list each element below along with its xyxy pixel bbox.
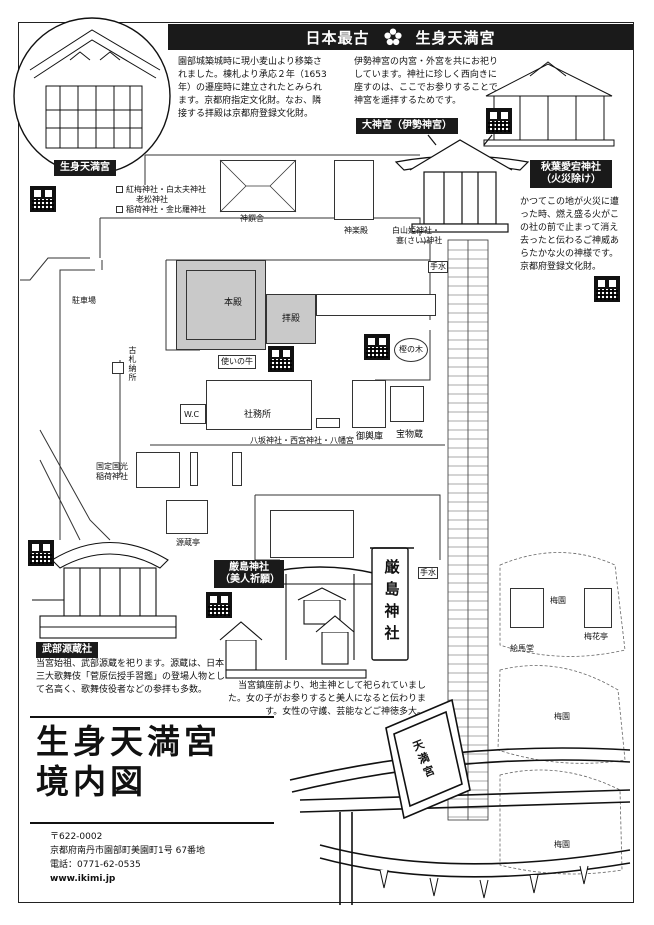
wc-building [180,404,206,424]
temizu-label-lower: 手水 [418,567,438,579]
ikimi-tag: 生身天満宮 [54,160,116,176]
qr-code[interactable] [30,186,56,212]
inari-shrine-label: 稲荷神社・金比羅神社 [126,205,206,214]
takefu-illustration [32,541,177,639]
inari2-building [136,452,180,488]
kofuda-box [112,362,124,374]
banner-text-right: 生身天満宮 [415,28,496,47]
title-rule-top [30,716,274,718]
emado-label: 絵馬堂 [510,644,534,653]
baikatei-label: 梅花亭 [584,632,608,641]
oimatsu-shrine-label: 老松神社 [136,195,168,204]
zip-code: 〒622-0002 [50,832,103,842]
header-banner: 日本最古 生身天満宮 [168,24,633,50]
yasaka-label: 八坂神社・西宮神社・八幡宮 [250,436,354,445]
akiba-tag-line1: 秋葉愛宕神社 [541,162,601,173]
yasaka-shrine-box [316,418,340,428]
phone-number: 電話：0771-62-0535 [50,860,141,870]
emado-building [510,588,544,628]
baikatei-building [584,588,612,628]
kokko-label: 国定国光 [96,462,128,471]
temizu-label-top: 手水 [428,261,448,273]
honden-building [186,270,256,340]
qr-code[interactable] [206,592,232,618]
plum-garden-label: 梅園 [550,596,566,605]
title-rule-bottom [30,822,274,824]
honden-illustration [13,17,171,175]
kaguraden-building [334,160,374,220]
genzotei-label: 源蔵亭 [176,538,200,547]
street-address: 京都府南丹市園部町美園町1号 67番地 [50,846,206,856]
oak-tree-label: 樫の木 [394,338,428,362]
daijingu-text: 伊勢神宮の内宮・外宮を共にお祀りしています。神社に珍しく西向きに座すのは、ここで… [354,57,499,106]
parking-label: 駐車場 [72,296,96,305]
genzotei-building [166,500,208,534]
mikoshi-label: 御輿庫 [356,432,384,442]
shamusho-building [206,380,312,430]
kobai-shrine-label: 紅梅神社・白太夫神社 [126,185,206,194]
address-block: 〒622-0002 京都府南丹市園部町美園町1号 67番地 電話：0771-62… [50,830,205,886]
akiba-illustration [394,134,530,233]
ema-plaque [385,698,471,820]
plum-garden-label: 梅園 [554,840,570,849]
sai-shrine-label: 塞(さい)神社 [396,236,443,245]
shinsensha-building [220,160,296,212]
takefu-text: 当宮始祖、武部源蔵を祀ります。源蔵は、日本三大歌舞伎「菅原伝授手習鑑」の登場人物… [36,659,226,695]
itsukushima-banner-text: 厳島神社 [384,558,400,642]
cow-statue-label: 使いの牛 [218,355,256,369]
page-frame [18,22,634,903]
plum-garden-label: 梅園 [554,712,570,721]
intro-text: 園部城築城時に現小麦山より移築されました。棟札より承応２年（1653年）の遷座時… [178,57,327,119]
itsukushima-banner [370,547,414,661]
qr-code[interactable] [28,540,54,566]
kaguraden-label: 神楽殿 [344,226,368,235]
kobai-shrine-marker [116,186,123,193]
stone-path-rungs: (function(){ var g=document.currentScrip… [448,249,488,818]
itsukushima-text: 当宮鎮座前より、地主神として祀られていました。女の子がお参りすると美人になると伝… [227,681,426,717]
mikoshi-building [352,380,386,428]
itsukushima-tag: 厳島神社 （美人祈願） [214,560,284,588]
shinsensha-label: 神饌舎 [240,214,264,223]
stone-path [447,239,489,821]
gate-post [190,452,198,486]
qr-code[interactable] [486,108,512,134]
shirayama-label: 白山姫神社・ [392,226,440,235]
wc-label: W.C [184,410,200,419]
itsukushima-hall [270,510,354,558]
inari-shrine-marker [116,206,123,213]
homotsu-label: 宝物蔵 [396,430,424,440]
shamusho-label: 社務所 [244,410,272,420]
precinct-walls [20,154,445,561]
daijingu-tag: 大神宮（伊勢神宮） [356,118,458,134]
akiba-tag-line2: （火災除け） [541,174,601,185]
gate-post [232,452,242,486]
akiba-text: かつてこの地が火災に遭った時、燃え盛る火がこの社の前で止まって消え去ったと伝わる… [520,197,620,272]
qr-code[interactable] [594,276,620,302]
takefu-tag: 武部源蔵社 [36,642,98,658]
itsukushima-illustration [219,566,379,679]
qr-code[interactable] [268,346,294,372]
plum-garden-outlines [497,552,626,875]
inari2-label: 稲荷神社 [96,472,128,481]
shimenawa-tassels [379,865,589,899]
daijingu-illustration [483,61,615,147]
haiden-building [266,294,316,344]
qr-code[interactable] [364,334,390,360]
akiba-tag: 秋葉愛宕神社 （火災除け） [530,160,612,188]
plum-blossom-icon [383,28,402,46]
haiden-label: 拝殿 [282,314,301,324]
corridor [316,294,436,316]
itsukushima-tag-line1: 厳島神社 [229,562,269,573]
map-title: 生身天満宮 境内図 [36,722,272,820]
homotsu-building [390,386,424,422]
banner-text-left: 日本最古 [305,28,370,47]
honden-label: 本殿 [224,298,243,308]
itsukushima-tag-line2: （美人祈願） [220,574,280,585]
website-link[interactable]: www.ikimi.jp [50,874,116,884]
kofuda-label: 古札納所 [128,346,137,382]
map-title-line1: 生身天満宮 [36,722,221,761]
map-title-line2: 境内図 [36,762,147,801]
